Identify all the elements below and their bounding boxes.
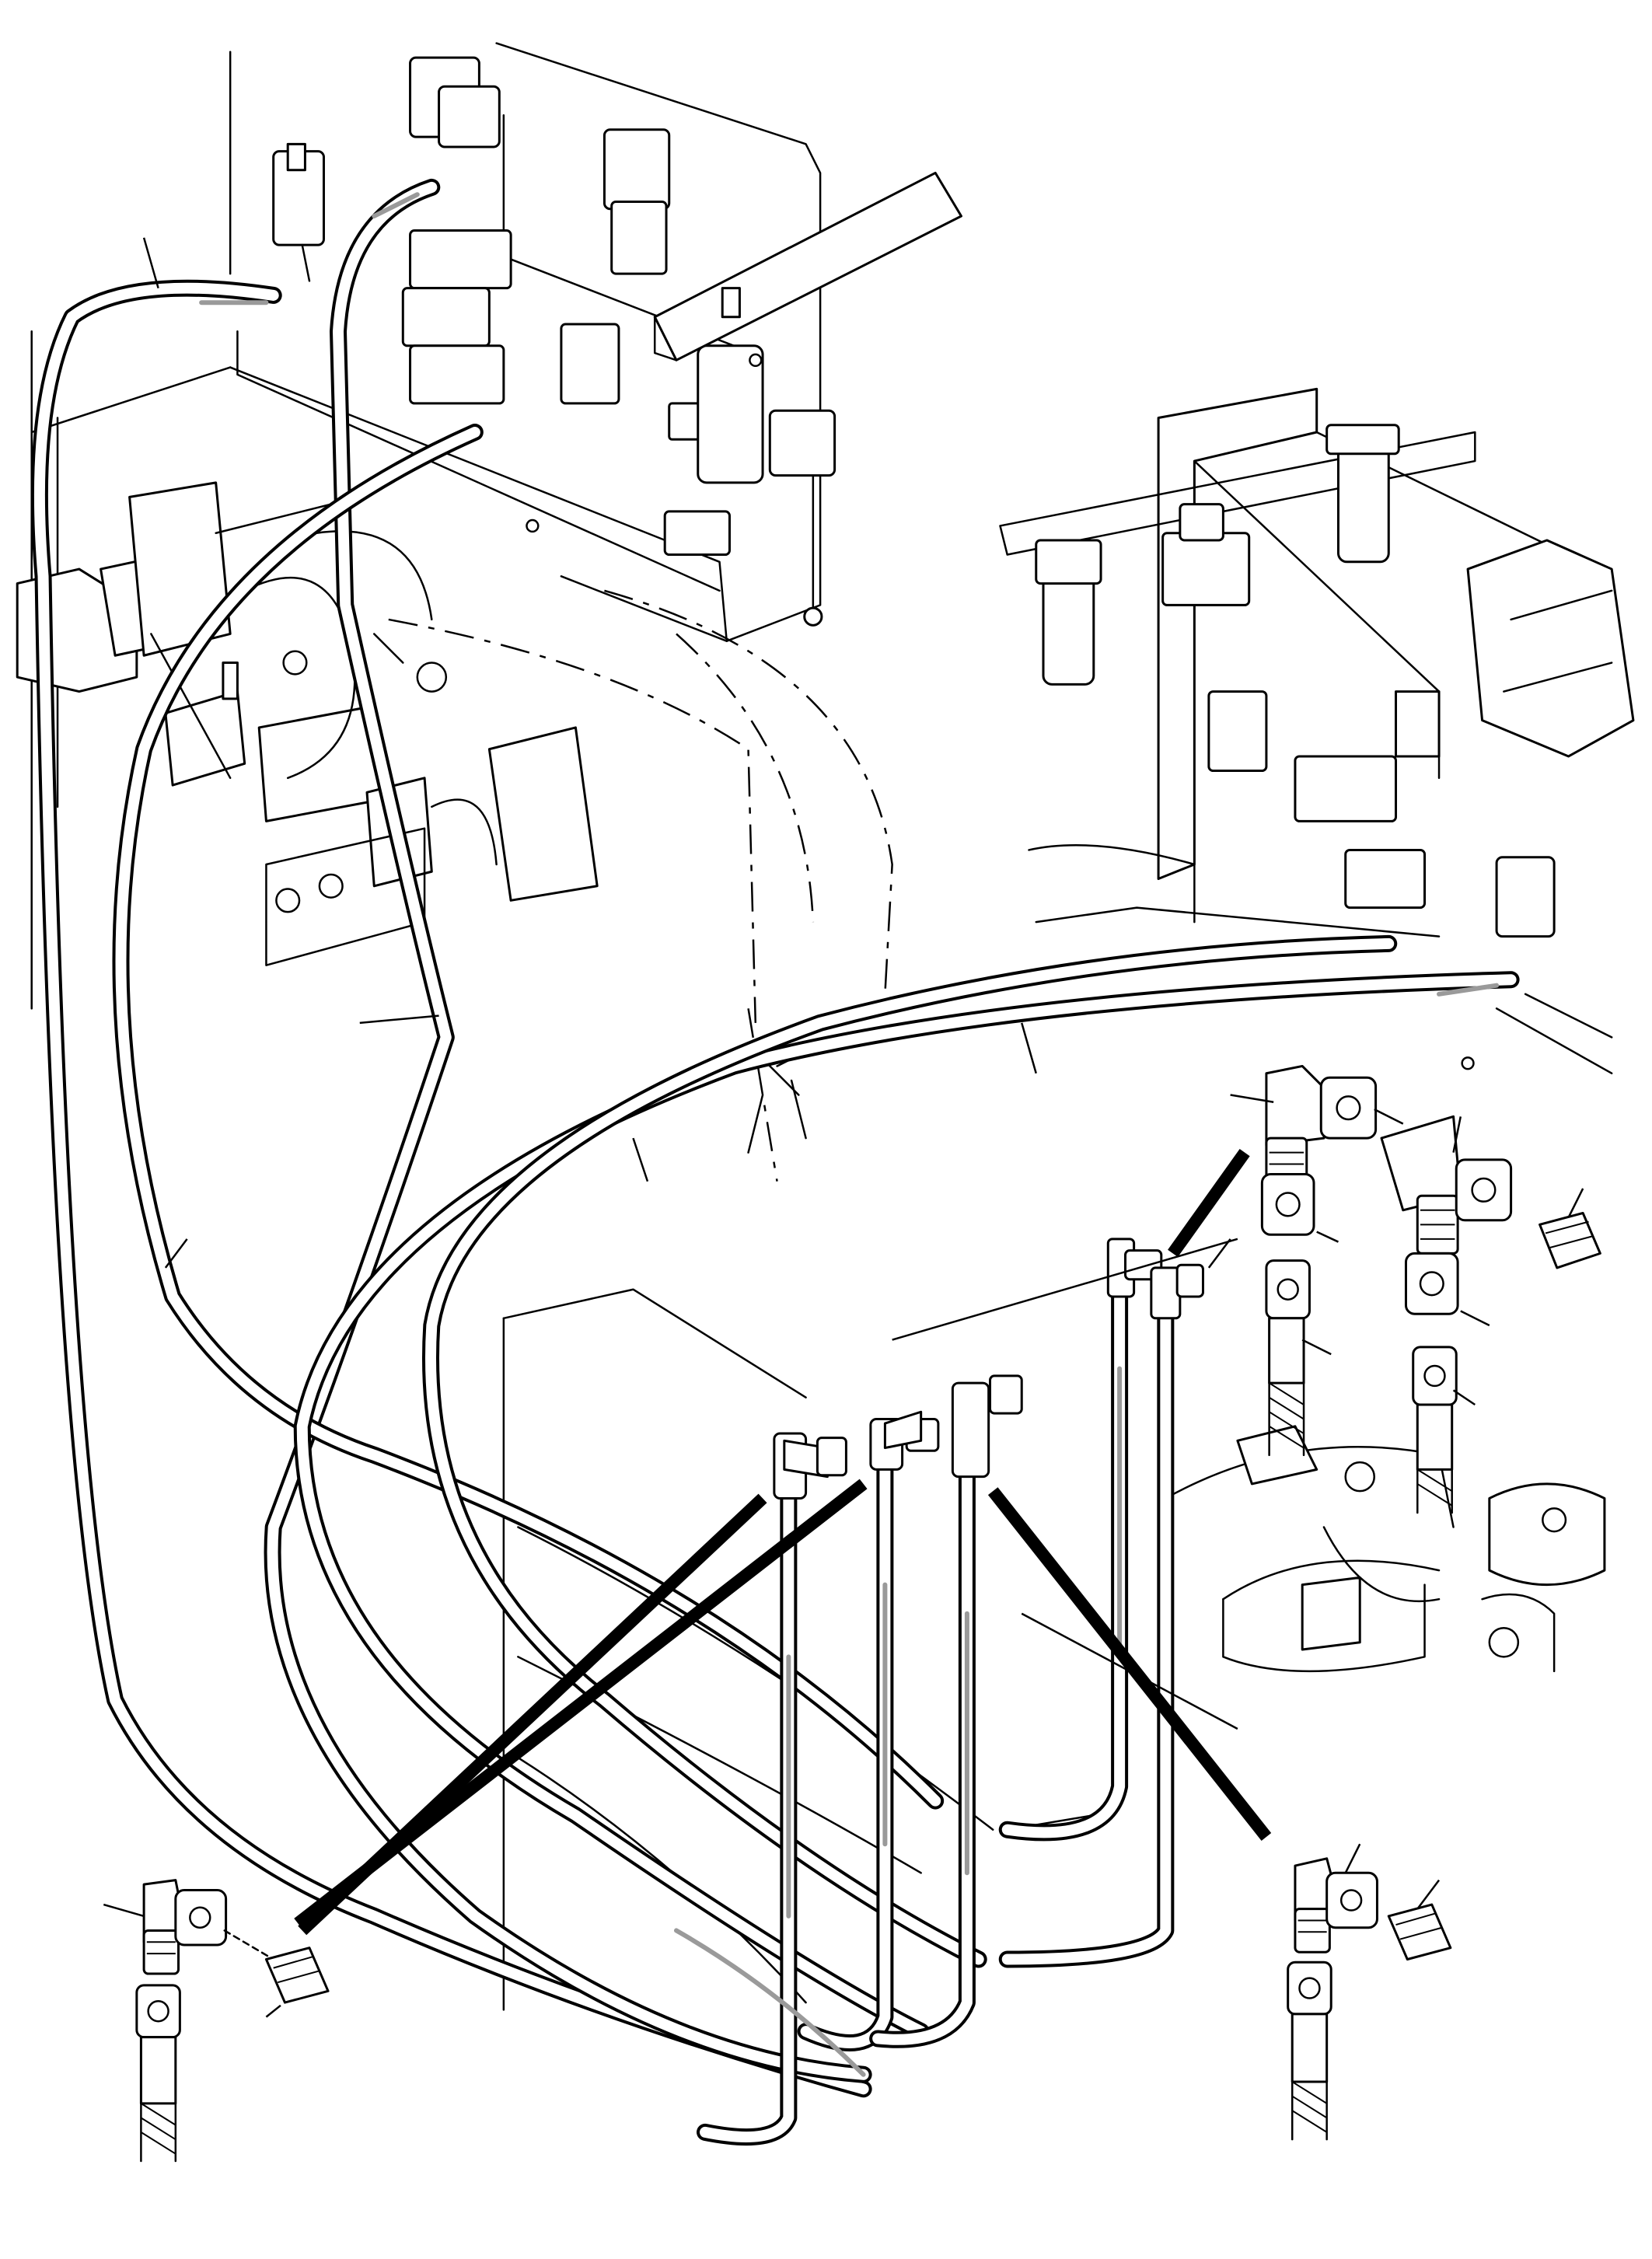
upper-valve-panel [230, 44, 961, 641]
leader-lines [144, 238, 1238, 1729]
detail-bottom-right [993, 1491, 1451, 2139]
center-fittings [774, 1239, 1203, 1499]
right-upper-frame [1000, 389, 1633, 1073]
right-lower-components [1165, 1426, 1605, 1671]
hose-group [40, 187, 1511, 2137]
detail-top-right [1173, 1066, 1601, 1513]
detail-bottom-left [103, 1484, 863, 2161]
left-machine-body [17, 331, 597, 1008]
